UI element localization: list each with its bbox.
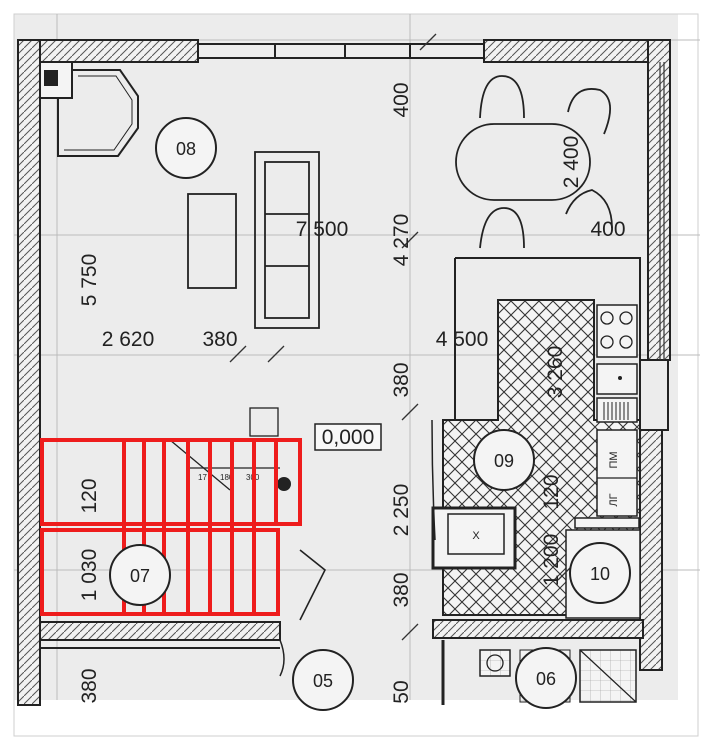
dining-set bbox=[455, 75, 613, 249]
dim-120-left: 120 bbox=[78, 478, 101, 513]
dim-400-right: 400 bbox=[590, 218, 625, 241]
room-number-09: 09 bbox=[494, 451, 514, 471]
dim-380-vert2: 380 bbox=[390, 572, 413, 607]
sofa bbox=[254, 151, 320, 329]
highlighted-staircase bbox=[40, 438, 302, 616]
coffee-table bbox=[187, 193, 237, 289]
dim-3260: 3 260 bbox=[544, 346, 567, 399]
room-number-05: 05 bbox=[313, 671, 333, 691]
appliance-label-lg: ЛГ bbox=[608, 493, 620, 506]
room-number-08: 08 bbox=[176, 139, 196, 159]
level-mark: 0,000 bbox=[322, 426, 375, 449]
stair-step-180: 180 bbox=[220, 473, 234, 482]
dim-380-bottom: 380 bbox=[78, 668, 101, 703]
stair-step-17: 17 bbox=[198, 473, 207, 482]
dim-4270: 4 270 bbox=[390, 214, 413, 267]
dim-1030: 1 030 bbox=[78, 549, 101, 602]
room-number-06: 06 bbox=[536, 669, 556, 689]
dim-50: 50 bbox=[390, 680, 413, 703]
dim-4500: 4 500 bbox=[436, 328, 489, 351]
dim-380-mid: 380 bbox=[202, 328, 237, 351]
dim-1200: 1 200 bbox=[540, 534, 563, 587]
room-tags bbox=[109, 117, 631, 711]
dim-120-kitchen: 120 bbox=[540, 474, 563, 509]
dim-2620: 2 620 bbox=[102, 328, 155, 351]
level-mark-box bbox=[314, 423, 382, 451]
appliance-label-x: X bbox=[472, 530, 480, 542]
dim-2250: 2 250 bbox=[390, 484, 413, 537]
dim-2400: 2 400 bbox=[560, 136, 583, 189]
dim-7500: 7 500 bbox=[296, 218, 349, 241]
dim-380-vert1: 380 bbox=[390, 362, 413, 397]
room-number-10: 10 bbox=[590, 564, 610, 584]
dimension-labels: 400 2 400 400 7 500 4 270 5 750 2 620 38… bbox=[78, 82, 626, 703]
dim-5750: 5 750 bbox=[78, 254, 101, 307]
room-number-07: 07 bbox=[130, 566, 150, 586]
dim-400-top: 400 bbox=[390, 82, 413, 117]
appliance-label-pm: ПМ bbox=[608, 451, 620, 468]
